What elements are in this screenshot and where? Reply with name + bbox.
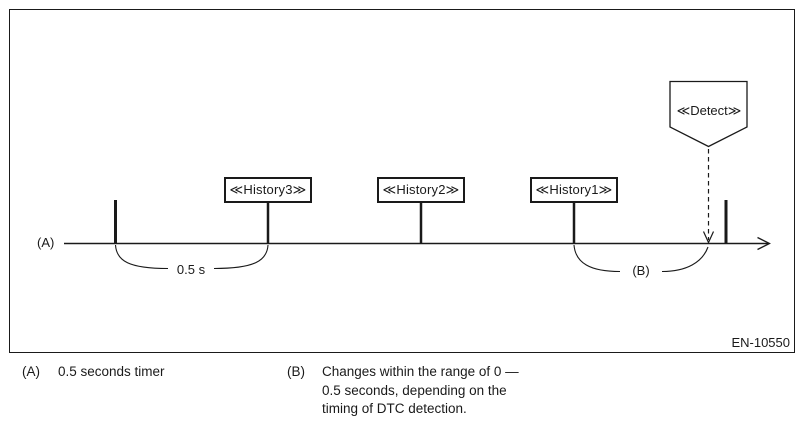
history3-box: ≪History3≫: [224, 177, 312, 203]
range-brace-label: (B): [632, 263, 650, 278]
legend-desc-a: 0.5 seconds timer: [58, 364, 165, 379]
timeline-a-label: (A): [37, 235, 55, 250]
timeline-arrowhead-icon: [757, 236, 771, 251]
detect-arrowhead-icon: [702, 231, 715, 244]
detect-drop-line: [702, 149, 715, 244]
detect-flag-label: ≪Detect≫: [676, 103, 742, 118]
range-brace: [573, 244, 709, 273]
legend-desc-b: Changes within the range of 0 — 0.5 seco…: [322, 364, 519, 416]
timer-brace: [114, 244, 269, 270]
history2-label: ≪History2≫: [382, 182, 460, 197]
history1-label: ≪History1≫: [535, 182, 613, 197]
figure-id: EN-10550: [731, 335, 790, 350]
legend-key-b: (B): [287, 364, 305, 379]
detect-flag-icon: [669, 80, 748, 148]
legend-key-a: (A): [22, 364, 40, 379]
timeline-axis: [64, 236, 771, 251]
history1-box: ≪History1≫: [530, 177, 618, 203]
history3-label: ≪History3≫: [229, 182, 307, 197]
history2-box: ≪History2≫: [377, 177, 465, 203]
timer-brace-label: 0.5 s: [176, 262, 206, 277]
